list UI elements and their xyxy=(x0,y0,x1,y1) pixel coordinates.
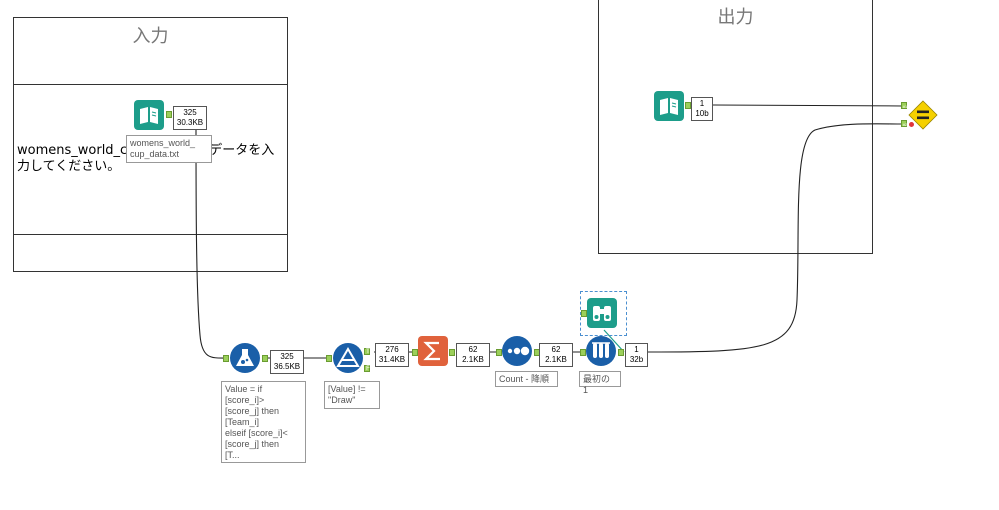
filter-true-anchor[interactable]: T xyxy=(364,348,370,355)
sample-annotation: 最初の 1 xyxy=(579,371,621,395)
sort-record-count: 62 2.1KB xyxy=(539,343,573,367)
formula-tool[interactable] xyxy=(230,343,260,373)
browse-tool[interactable] xyxy=(587,298,617,328)
wire-browse-to-sample xyxy=(603,329,625,353)
input-comment-line2: 力してください。 xyxy=(17,159,121,174)
dots-sort-icon xyxy=(507,346,530,356)
input-size: 30.3KB xyxy=(176,118,204,127)
browse-input-anchor[interactable] xyxy=(581,310,587,317)
test-anchor-2-label: #2 xyxy=(902,122,908,127)
formula-output-anchor[interactable] xyxy=(262,355,268,362)
test-anchor-1-label: #1 xyxy=(902,104,908,109)
summarize-input-anchor[interactable] xyxy=(412,349,418,356)
expected-input-size: 10b xyxy=(695,109,709,118)
sort-input-anchor[interactable] xyxy=(496,349,502,356)
formula-annotation: Value = if [score_i]> [score_j] then [Te… xyxy=(221,381,306,463)
test-input-anchor-1[interactable]: #1 xyxy=(901,102,907,109)
filter-false-label: F xyxy=(366,366,370,372)
book-icon xyxy=(140,107,158,124)
test-tubes-icon xyxy=(592,342,610,358)
summarize-records: 62 xyxy=(468,345,478,354)
filter-record-count: 276 31.4KB xyxy=(375,343,409,367)
summarize-size: 2.1KB xyxy=(462,355,484,364)
expected-input-record-count: 1 10b xyxy=(691,97,713,121)
sample-input-anchor[interactable] xyxy=(580,349,586,356)
binoculars-icon xyxy=(593,306,611,321)
expected-input-output-anchor[interactable] xyxy=(685,102,691,109)
input-container-divider-bottom xyxy=(14,234,287,235)
input-records: 325 xyxy=(183,108,197,117)
formula-record-count: 325 36.5KB xyxy=(270,350,304,374)
sample-size: 32b xyxy=(629,355,644,364)
summarize-record-count: 62 2.1KB xyxy=(456,343,490,367)
book-icon xyxy=(660,98,678,115)
input-container-title: 入力 xyxy=(132,26,169,47)
browse-tool-selection xyxy=(580,291,627,336)
sigma-icon xyxy=(423,341,440,361)
wire-sample-to-test xyxy=(647,123,903,353)
input-output-anchor[interactable] xyxy=(166,111,172,118)
filter-tool[interactable] xyxy=(333,343,363,373)
sample-tool[interactable] xyxy=(586,336,616,366)
sort-records: 62 xyxy=(551,345,561,354)
sample-output-anchor[interactable] xyxy=(618,349,624,356)
filter-input-anchor[interactable] xyxy=(326,355,332,362)
input-data-tool[interactable] xyxy=(134,100,164,130)
test-tool[interactable] xyxy=(908,100,938,130)
filter-annotation: [Value] != "Draw" xyxy=(324,381,380,409)
test-input-anchor-2[interactable]: #2 xyxy=(901,120,907,127)
flask-icon xyxy=(236,349,254,366)
input-comment-part1: womens_world_c xyxy=(17,143,128,158)
output-container-title: 出力 xyxy=(717,7,754,28)
formula-size: 36.5KB xyxy=(273,362,301,371)
formula-records: 325 xyxy=(280,352,294,361)
sort-annotation: Count - 降順 xyxy=(495,371,558,387)
wire-input-to-formula xyxy=(195,122,229,359)
filter-true-label: T xyxy=(366,349,370,355)
input-record-count: 325 30.3KB xyxy=(173,106,207,130)
filter-false-anchor[interactable]: F xyxy=(364,365,370,372)
sample-records: 1 xyxy=(634,345,639,354)
input-annotation: womens_world_ cup_data.txt xyxy=(126,135,212,163)
triangle-split-icon xyxy=(336,347,360,367)
summarize-tool[interactable] xyxy=(418,336,448,366)
filter-records: 276 xyxy=(385,345,399,354)
test-error-badge xyxy=(908,121,915,128)
expected-input-records: 1 xyxy=(699,99,705,108)
sort-tool[interactable] xyxy=(502,336,532,366)
formula-input-anchor[interactable] xyxy=(223,355,229,362)
input-container-divider-top xyxy=(14,84,287,85)
equals-diamond-icon xyxy=(908,100,938,130)
expected-input-tool[interactable] xyxy=(654,91,684,121)
sort-size: 2.1KB xyxy=(545,355,567,364)
summarize-output-anchor[interactable] xyxy=(449,349,455,356)
sample-record-count: 1 32b xyxy=(625,343,648,367)
wire-output-input-to-test xyxy=(712,104,903,107)
filter-size: 31.4KB xyxy=(378,355,406,364)
